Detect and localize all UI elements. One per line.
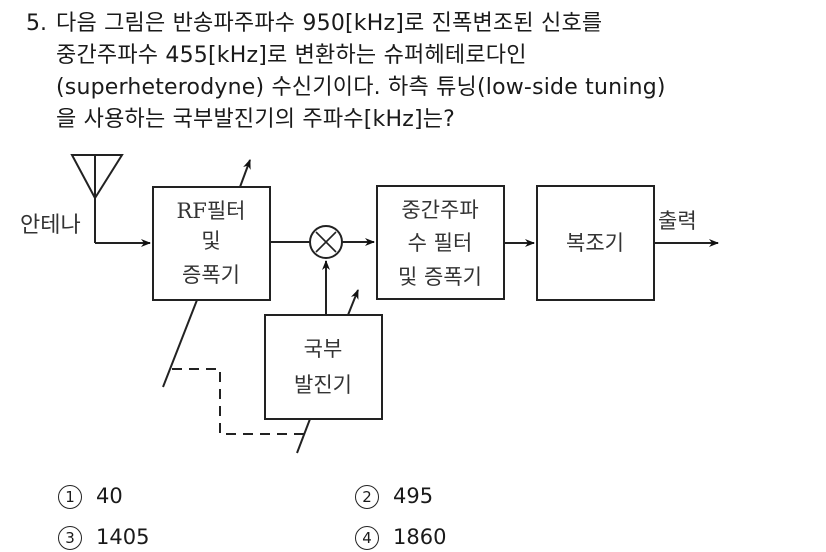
choice-2-marker: 2 xyxy=(355,485,379,509)
lo-tuning-arrow xyxy=(347,289,359,316)
choice-4[interactable]: 4 1860 xyxy=(355,524,446,550)
antenna-label: 안테나 xyxy=(20,213,81,238)
if-block-line-3: 및 증폭기 xyxy=(398,265,482,289)
rf-block-line-3: 증폭기 xyxy=(182,263,240,287)
question-line-2: 중간주파수 455[kHz]로 변환하는 슈퍼헤테로다인 xyxy=(56,43,527,68)
choice-1-marker: 1 xyxy=(58,485,82,509)
output-label: 출력 xyxy=(658,209,697,233)
choice-4-value: 1860 xyxy=(393,525,447,549)
rf-gang-line xyxy=(162,299,198,388)
if-block-line-2: 수 필터 xyxy=(408,231,473,255)
gang-dashed-link xyxy=(172,368,305,435)
demodulator-label: 복조기 xyxy=(566,231,624,255)
choice-2[interactable]: 2 495 xyxy=(355,483,433,509)
choice-4-marker: 4 xyxy=(355,526,379,550)
rf-tuning-arrow xyxy=(239,159,251,188)
rf-filter-amp-block xyxy=(152,186,271,301)
receiver-block-diagram: 안테나 RF필터 및 증폭기 중간주파 수 필터 및 증폭기 복조기 출력 국부… xyxy=(20,154,719,454)
choice-3[interactable]: 3 1405 xyxy=(58,524,149,550)
rf-block-line-1: RF필터 xyxy=(176,199,245,223)
question-number: 5. xyxy=(26,11,47,36)
choice-2-value: 495 xyxy=(393,484,434,508)
lo-block-line-2: 발진기 xyxy=(294,373,352,397)
question-line-1: 다음 그림은 반송파주파수 950[kHz]로 진폭변조된 신호를 xyxy=(56,11,603,36)
lo-block-line-1: 국부 xyxy=(304,337,343,361)
choice-3-marker: 3 xyxy=(58,526,82,550)
rf-block-line-2: 및 xyxy=(201,229,220,253)
lo-gang-line xyxy=(296,418,311,454)
local-oscillator-block xyxy=(264,314,383,420)
if-block-line-1: 중간주파 xyxy=(401,198,478,222)
choice-1[interactable]: 1 40 xyxy=(58,483,123,509)
mixer-icon xyxy=(309,225,343,259)
antenna-icon xyxy=(70,154,124,243)
question-line-4: 을 사용하는 국부발진기의 주파수[kHz]는? xyxy=(56,107,456,132)
if-filter-amp-block xyxy=(376,185,505,300)
choice-1-value: 40 xyxy=(96,484,123,508)
question-line-3: (superheterodyne) 수신기이다. 하측 튜닝(low-side … xyxy=(56,75,666,100)
choice-3-value: 1405 xyxy=(96,525,150,549)
